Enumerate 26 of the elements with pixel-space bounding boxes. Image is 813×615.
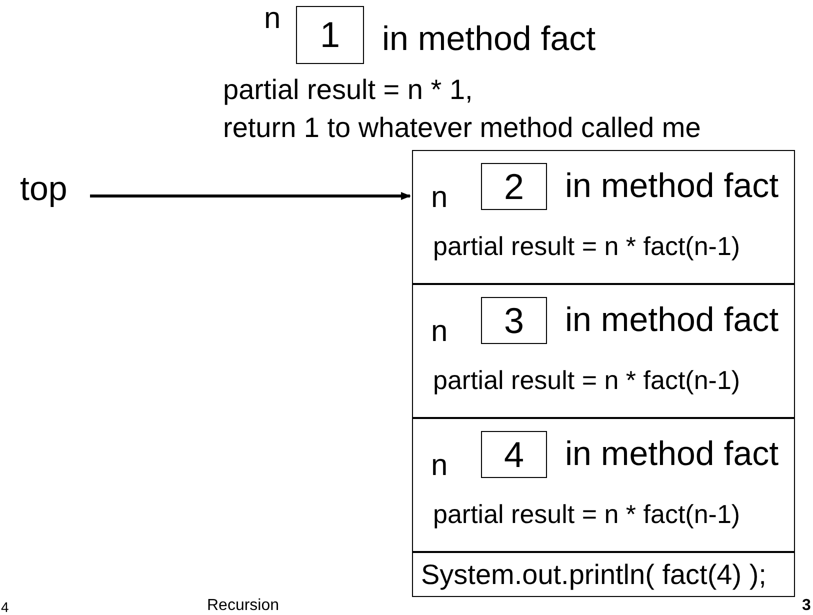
frame-note: partial result = n * fact(n-1) [433, 233, 740, 259]
page-number: 4 [1, 600, 9, 614]
arrow [90, 192, 411, 200]
value-box: 2 [481, 163, 547, 210]
stack-frame [412, 150, 795, 284]
variable-name: n [431, 317, 448, 347]
frame-note: partial result = n * 1, [223, 76, 473, 104]
footer-title: Recursion [207, 598, 280, 614]
frame-title: in method fact [565, 437, 779, 471]
variable-name: n [264, 4, 281, 34]
value-box: 3 [481, 297, 547, 344]
page-number: 3 [802, 598, 811, 614]
stack-frame [412, 284, 795, 418]
value-box: 4 [481, 431, 547, 478]
variable-name: n [431, 451, 448, 481]
frame-title: in method fact [382, 22, 596, 56]
frame-title: in method fact [565, 169, 779, 203]
value-box: 1 [296, 6, 364, 64]
pointer-label: top [20, 172, 68, 206]
main-frame: System.out.println( fact(4) ); [412, 552, 795, 597]
stack-frame [412, 418, 795, 552]
frame-note: return 1 to whatever method called me [223, 114, 701, 142]
frame-title: in method fact [565, 303, 779, 337]
frame-note: partial result = n * fact(n-1) [433, 501, 740, 527]
frame-note: partial result = n * fact(n-1) [433, 367, 740, 393]
variable-name: n [431, 183, 448, 213]
